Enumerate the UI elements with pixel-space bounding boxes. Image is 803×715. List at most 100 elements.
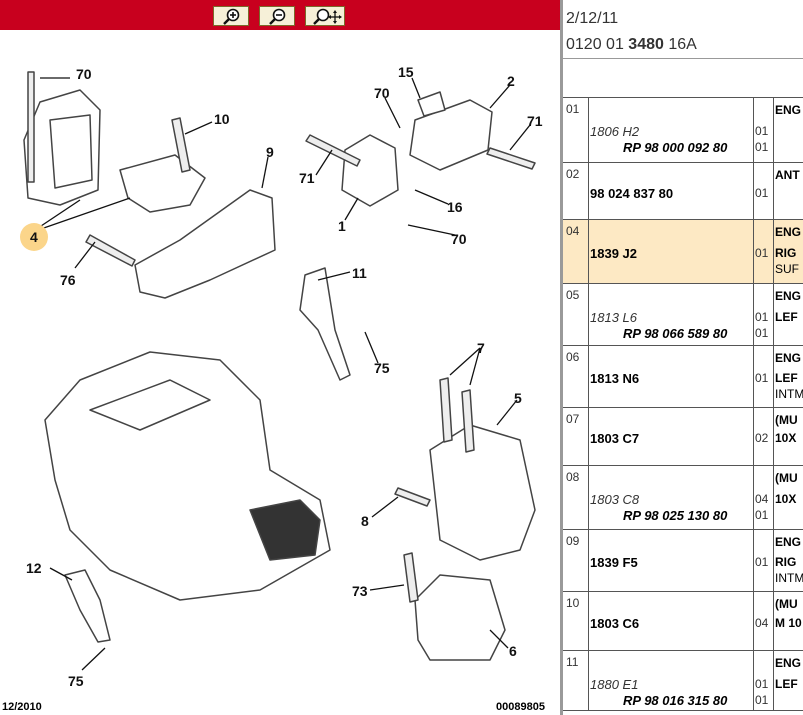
callout-8[interactable]: 8 — [361, 513, 369, 529]
part-quantity-secondary: 01 — [755, 326, 769, 340]
zoom-in-button[interactable] — [213, 6, 249, 26]
panel-divider[interactable] — [560, 0, 563, 715]
part-description-line2: RIG — [775, 246, 797, 260]
replacement-part-number: RP 98 025 130 80 — [623, 508, 728, 523]
callout-71-left[interactable]: 71 — [299, 170, 315, 186]
callout-4[interactable]: 4 — [30, 229, 38, 245]
part-quantity: 04 — [755, 616, 769, 630]
part-description-line2: M 10 — [775, 616, 802, 630]
diagram-date: 12/2010 — [2, 701, 42, 713]
part-description-line2: LEF — [775, 371, 798, 385]
row-number: 11 — [566, 655, 579, 669]
part-reference: 1803 C6 — [590, 616, 640, 631]
part-reference: 1803 C7 — [590, 431, 640, 446]
parts-row[interactable]: 02 98 024 837 80 01 ANT — [563, 162, 803, 220]
column-separator — [773, 346, 774, 408]
callout-9[interactable]: 9 — [266, 144, 274, 160]
column-separator — [588, 98, 589, 163]
column-separator — [753, 530, 754, 592]
column-separator — [588, 408, 589, 466]
row-number: 02 — [566, 167, 580, 181]
part-description-line3: INTM — [775, 571, 803, 585]
callout-16[interactable]: 16 — [447, 199, 463, 215]
column-separator — [753, 346, 754, 408]
part-reference: 1813 L6 — [590, 310, 637, 325]
column-separator — [753, 651, 754, 711]
zoom-pan-icon — [313, 8, 342, 25]
callout-10[interactable]: 10 — [214, 111, 230, 127]
column-separator — [753, 98, 754, 163]
part-description-line1: ENG — [775, 656, 802, 670]
part-description-line2: LEF — [775, 310, 798, 324]
callout-1[interactable]: 1 — [338, 218, 346, 234]
callout-6[interactable]: 6 — [509, 643, 517, 659]
column-separator — [588, 530, 589, 592]
part-quantity: 04 — [755, 492, 769, 506]
part-quantity: 01 — [755, 310, 769, 324]
callout-70-top-left[interactable]: 70 — [76, 66, 92, 82]
column-separator — [773, 284, 774, 346]
column-separator — [773, 592, 774, 651]
parts-diagram-drawing — [20, 71, 536, 671]
column-separator — [773, 220, 774, 284]
part-description-line1: ANT — [775, 168, 800, 182]
callout-12[interactable]: 12 — [26, 560, 42, 576]
part-reference: 1806 H2 — [590, 124, 640, 139]
column-separator — [753, 220, 754, 284]
column-separator — [588, 592, 589, 651]
part-quantity-secondary: 01 — [755, 508, 769, 522]
part-quantity: 01 — [755, 124, 769, 138]
part-reference: 98 024 837 80 — [590, 186, 674, 201]
part-quantity: 01 — [755, 186, 769, 200]
zoom-pan-button[interactable] — [305, 6, 345, 26]
column-separator — [588, 651, 589, 711]
parts-code-bold: 3480 — [628, 36, 664, 53]
diagram-number: 00089805 — [496, 701, 545, 713]
part-reference: 1839 F5 — [590, 555, 638, 570]
part-description-line1: (MU — [775, 471, 798, 485]
part-description-line1: ENG — [775, 103, 802, 117]
callout-75-mid[interactable]: 75 — [374, 360, 390, 376]
callout-75-bottom[interactable]: 75 — [68, 673, 84, 689]
header-separator — [563, 58, 803, 59]
parts-code-prefix: 0120 01 — [566, 36, 624, 53]
part-reference: 1803 C8 — [590, 492, 640, 507]
callout-71-right[interactable]: 71 — [527, 113, 543, 129]
row-number: 08 — [566, 470, 580, 484]
row-number: 06 — [566, 350, 580, 364]
part-reference: 1880 E1 — [590, 677, 639, 692]
callout-15[interactable]: 15 — [398, 64, 414, 80]
table-bottom-border — [563, 710, 803, 711]
callout-73[interactable]: 73 — [352, 583, 368, 599]
part-reference: 1813 N6 — [590, 371, 640, 386]
column-separator — [588, 346, 589, 408]
callout-76[interactable]: 76 — [60, 272, 76, 288]
callout-5[interactable]: 5 — [514, 390, 522, 406]
callout-7[interactable]: 7 — [477, 340, 485, 356]
parts-date: 2/12/11 — [566, 10, 619, 27]
callout-70-lower[interactable]: 70 — [451, 231, 467, 247]
column-separator — [773, 530, 774, 592]
callout-70-mid[interactable]: 70 — [374, 85, 390, 101]
replacement-part-number: RP 98 066 589 80 — [623, 326, 728, 341]
part-description-line3: INTM — [775, 387, 803, 401]
replacement-part-number: RP 98 000 092 80 — [623, 140, 728, 155]
zoom-out-button[interactable] — [259, 6, 295, 26]
row-number: 01 — [566, 102, 580, 116]
part-quantity: 02 — [755, 431, 769, 445]
callout-2[interactable]: 2 — [507, 73, 515, 89]
column-separator — [753, 466, 754, 530]
column-separator — [753, 284, 754, 346]
column-separator — [588, 163, 589, 220]
callout-11[interactable]: 11 — [352, 265, 367, 281]
